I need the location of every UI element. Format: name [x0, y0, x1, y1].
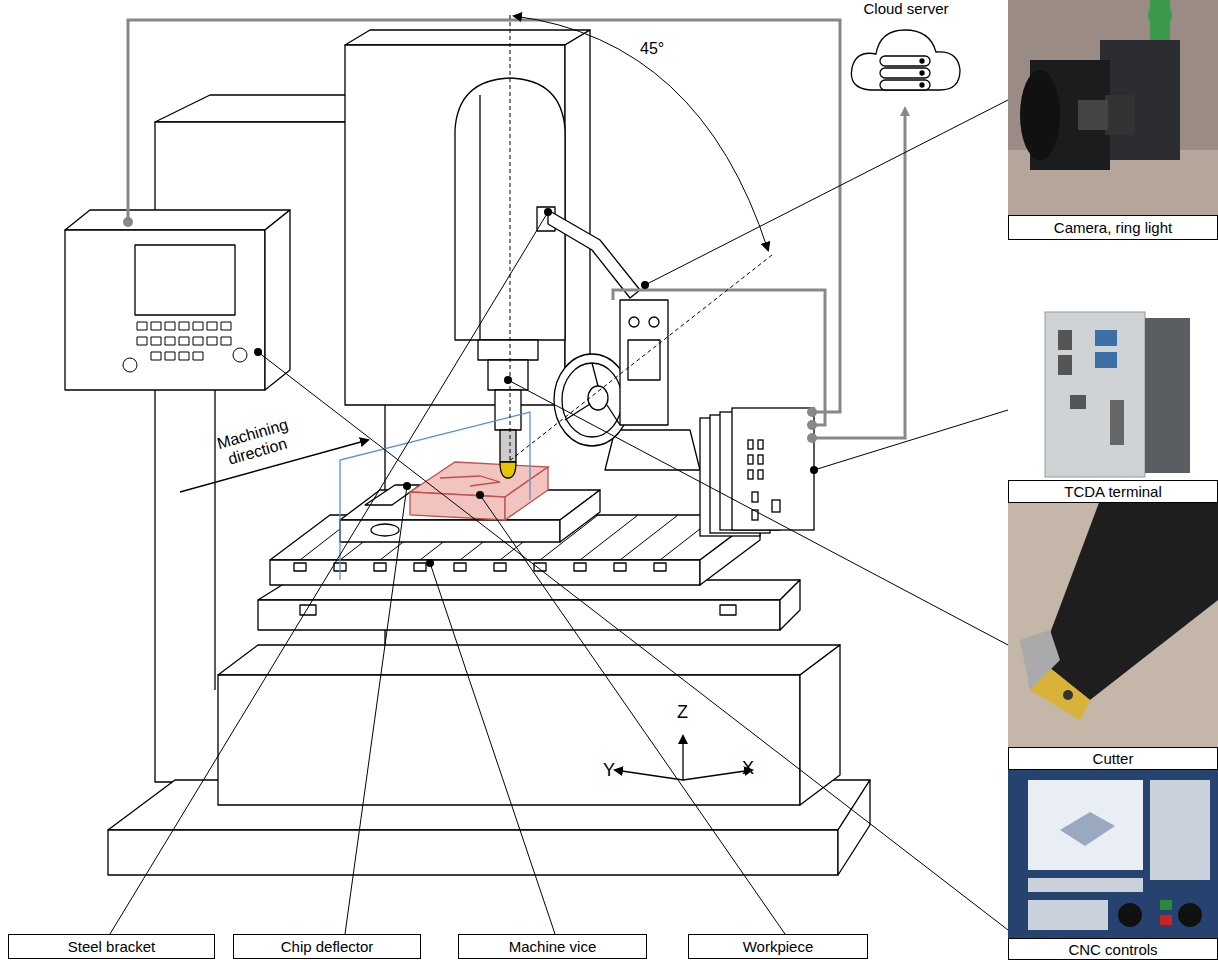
axis-label: Z	[677, 702, 688, 723]
photo-caption: TCDA terminal	[1008, 480, 1218, 503]
node-text: TCDA terminal	[1064, 483, 1162, 500]
node-text: Cloud server	[863, 0, 948, 17]
spindle-head	[345, 30, 590, 478]
node-text: CNC controls	[1068, 941, 1157, 958]
terminal-unit	[700, 408, 814, 536]
part-label-box: Machine vice	[458, 934, 647, 959]
cloud-server: Cloud server	[850, 0, 962, 22]
cloud-icon	[851, 30, 960, 90]
axis-label: X	[742, 758, 754, 779]
node-text: Steel bracket	[68, 938, 156, 955]
part-label-box: Workpiece	[688, 934, 868, 959]
photo-caption: Cutter	[1008, 747, 1218, 770]
photo-caption: CNC controls	[1008, 938, 1218, 960]
part-label-box: Chip deflector	[233, 934, 421, 959]
control-panel	[65, 210, 290, 390]
cutter-photo	[1008, 500, 1218, 747]
axis-arrows	[615, 736, 752, 780]
node-text: Cutter	[1093, 750, 1134, 767]
angle-marker	[508, 15, 772, 462]
photo-caption: Camera, ring light	[1008, 215, 1218, 240]
node-text: Machine vice	[509, 938, 597, 955]
part-label-box: Steel bracket	[8, 934, 215, 959]
workpiece-shape	[410, 462, 548, 520]
signal-wire	[128, 20, 905, 438]
node-text: Chip deflector	[281, 938, 374, 955]
axis-label: Y	[603, 760, 615, 781]
node-text: Workpiece	[743, 938, 814, 955]
node-text: Camera, ring light	[1054, 219, 1172, 236]
terminal-photo	[1008, 305, 1218, 480]
camera-photo	[1008, 0, 1218, 215]
leader-dot	[254, 208, 818, 567]
camera-assembly	[548, 210, 700, 470]
cnc-photo	[1008, 770, 1218, 938]
angle-label: 45°	[640, 40, 664, 58]
leader-line	[110, 100, 1008, 934]
